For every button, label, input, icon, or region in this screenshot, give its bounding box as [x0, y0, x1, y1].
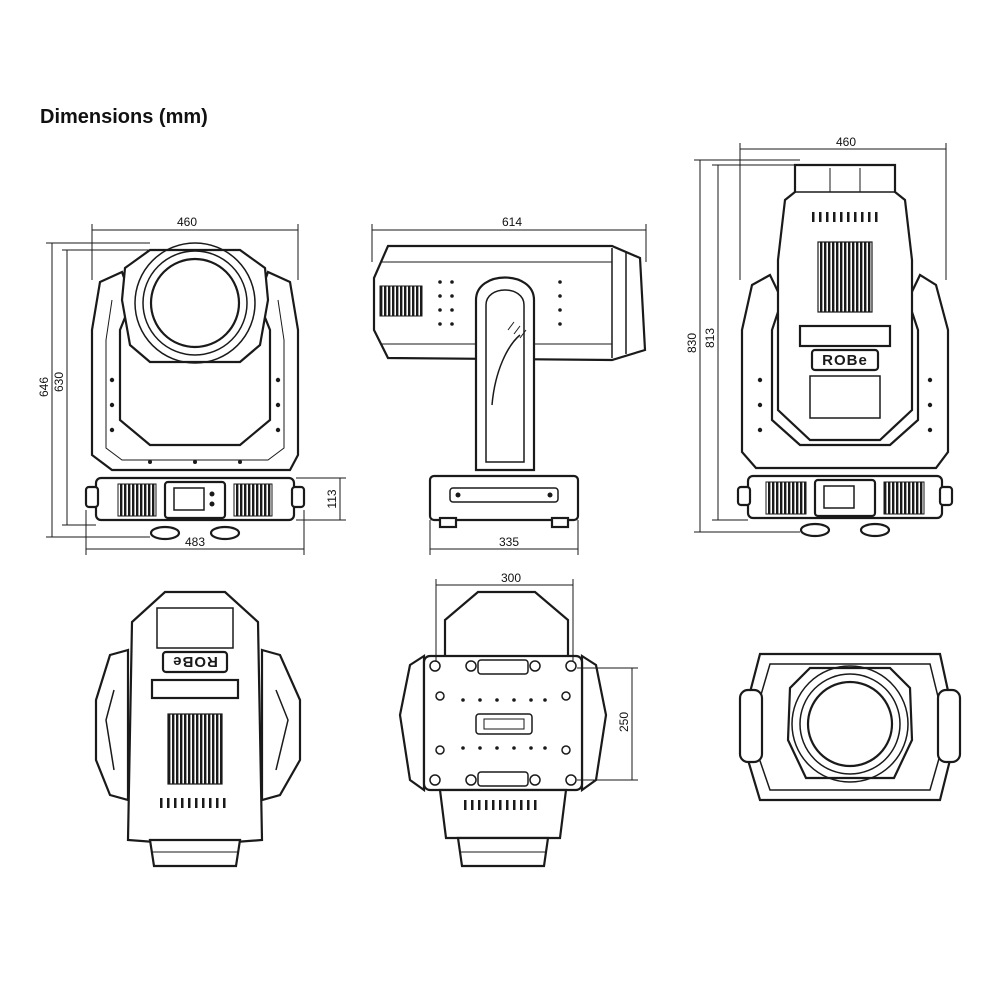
side-view — [372, 244, 647, 529]
dimension-bottom-mount-width: 300 — [435, 571, 574, 662]
dim-label-side-length: 614 — [502, 215, 522, 229]
front-view — [84, 242, 306, 541]
dim-label-front-width: 460 — [177, 215, 197, 229]
dimension-base-height: 113 — [296, 477, 346, 521]
dimension-bottom-mount-depth: 250 — [577, 667, 638, 781]
dim-label-bottom-mount-width: 300 — [501, 571, 521, 585]
top-view: ROBe — [94, 590, 302, 868]
dimension-front-height-total: 646 — [37, 242, 150, 538]
brand-logo-top: ROBe — [172, 653, 218, 670]
page-title: Dimensions (mm) — [40, 106, 208, 128]
back-view: ROBe — [736, 163, 954, 538]
dim-label-bottom-mount-depth: 250 — [617, 712, 631, 732]
brand-logo-back: ROBe — [822, 352, 868, 369]
dimension-front-height-body: 630 — [52, 249, 150, 526]
dim-label-back-height-body: 813 — [703, 328, 717, 348]
dim-label-back-width: 460 — [836, 135, 856, 149]
dim-label-base-height: 113 — [325, 489, 339, 508]
dimension-front-base-width: 483 — [85, 510, 305, 555]
dimension-back-height-total: 830 — [685, 159, 800, 533]
dimension-back-width: 460 — [739, 135, 947, 280]
dim-label-back-height-total: 830 — [685, 333, 699, 353]
bottom-view — [398, 590, 608, 868]
dim-label-front-height-body: 630 — [52, 372, 66, 392]
dimension-back-height-body: 813 — [703, 164, 795, 521]
dim-label-front-base-width: 483 — [185, 535, 205, 549]
dimension-side-base-width: 335 — [429, 520, 579, 555]
dimension-front-width: 460 — [91, 215, 299, 280]
dimension-side-length: 614 — [371, 215, 647, 262]
lens-view — [738, 652, 962, 802]
dim-label-front-height-total: 646 — [37, 377, 51, 397]
dim-label-side-base-width: 335 — [499, 535, 519, 549]
